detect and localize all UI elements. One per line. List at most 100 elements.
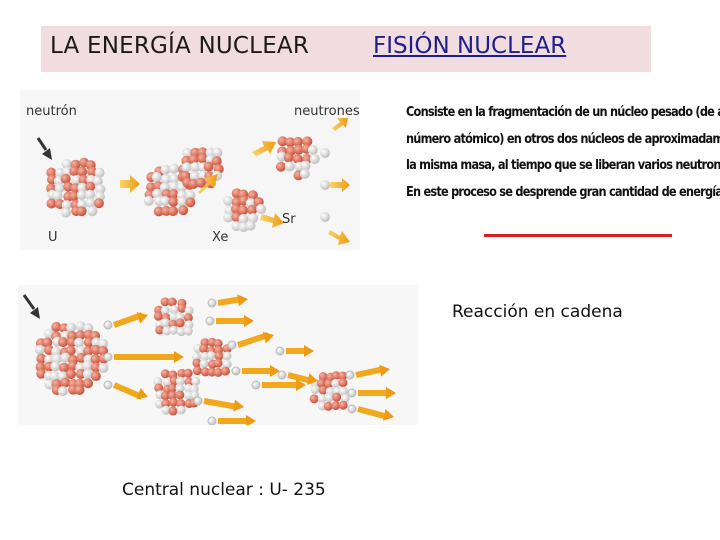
fission-link[interactable]: FISIÓN NUCLEAR [373,33,567,59]
nucleon [238,205,249,216]
nucleon [203,161,214,172]
nucleon [87,206,98,217]
free-neutron [320,148,330,158]
nucleon [168,206,179,217]
arrow-2 [198,174,218,194]
nucleon [317,394,327,404]
chain-arrow [287,372,313,384]
nucleon [190,161,201,172]
chain-arrowhead [270,365,280,377]
nucleon [60,173,71,184]
daughter-nucleus [153,297,194,337]
nucleon [74,337,85,348]
nucleon [340,393,350,403]
nucleon [34,344,45,355]
arrow-3 [252,141,276,156]
page-title: LA ENERGÍA NUCLEAR [50,33,310,59]
nucleon [323,401,333,411]
nucleon [154,383,164,393]
description-line: número atómico) en otros dos núcleos de … [406,131,720,147]
nucleon [175,383,185,393]
nucleon [78,174,89,185]
nucleon [188,178,199,189]
nucleon [95,184,106,195]
daughter-nucleus [309,371,350,411]
nucleon [293,144,304,155]
nucleon [192,358,202,368]
nucleon [247,190,258,201]
nucleon [211,156,222,167]
nucleon [77,182,88,193]
free-neutron [205,316,215,326]
nucleon [338,378,348,388]
nucleon [167,297,177,307]
nucleon [68,191,79,202]
free-neutron [347,404,357,414]
nucleon [175,390,185,400]
arrow-4 [260,213,284,228]
nucleon [183,313,193,323]
chain-arrow [357,406,389,420]
nucleon [161,405,171,415]
nucleon [183,326,193,336]
nucleon [302,136,313,147]
nucleon [61,200,72,211]
nucleon [60,352,71,363]
nucleon [77,166,88,177]
nucleon [90,371,101,382]
nucleon [324,379,334,389]
nucleon [324,393,334,403]
nucleon [292,153,303,164]
chain-arrowhead [262,331,274,344]
chain-reaction-figure [18,285,418,427]
chain-arrowhead [233,399,244,412]
nucleon [84,189,95,200]
nucleon [94,167,105,178]
nucleon [247,204,258,215]
chain-arrow [237,332,269,348]
nucleon [76,206,87,217]
nucleon [256,203,267,214]
nucleon [160,306,170,316]
nucleon [197,153,208,164]
nucleon [192,366,202,376]
nucleon [177,303,187,313]
nucleon [176,405,186,415]
daughter-nucleus [191,337,232,377]
nucleon [71,174,82,185]
label-neutrons: neutrones [294,104,360,119]
free-neutron [347,388,357,398]
free-neutron [320,180,330,190]
nucleon [212,147,223,158]
label-uranium: U [48,230,58,245]
incoming-arrow [36,137,48,151]
nucleon [189,171,200,182]
nucleon [275,161,286,172]
nucleon [184,306,194,316]
nucleon [338,386,348,396]
nucleon [143,195,154,206]
title-bar [41,26,651,72]
chain-arrowhead [174,351,184,363]
nucleon [51,346,62,357]
nucleon [213,367,223,377]
nucleon [169,325,179,335]
nucleon [177,368,187,378]
label-neutron: neutrón [26,104,77,119]
chain-reaction-diagram [22,294,396,427]
free-neutron [251,380,261,390]
nucleon [245,220,256,231]
chain-arrowhead [136,312,148,324]
nucleon [75,321,86,332]
chain-reaction-caption: Reacción en cadena [452,302,623,322]
free-neutron [277,370,287,380]
chain-arrowhead [379,364,390,377]
nucleon [332,392,342,402]
nucleon [160,297,170,307]
free-neutron [103,352,113,362]
daughter-nucleus [153,368,201,416]
arrow-1 [120,175,140,193]
nucleon [338,371,348,381]
nucleon [199,344,209,354]
nucleon [151,172,162,183]
